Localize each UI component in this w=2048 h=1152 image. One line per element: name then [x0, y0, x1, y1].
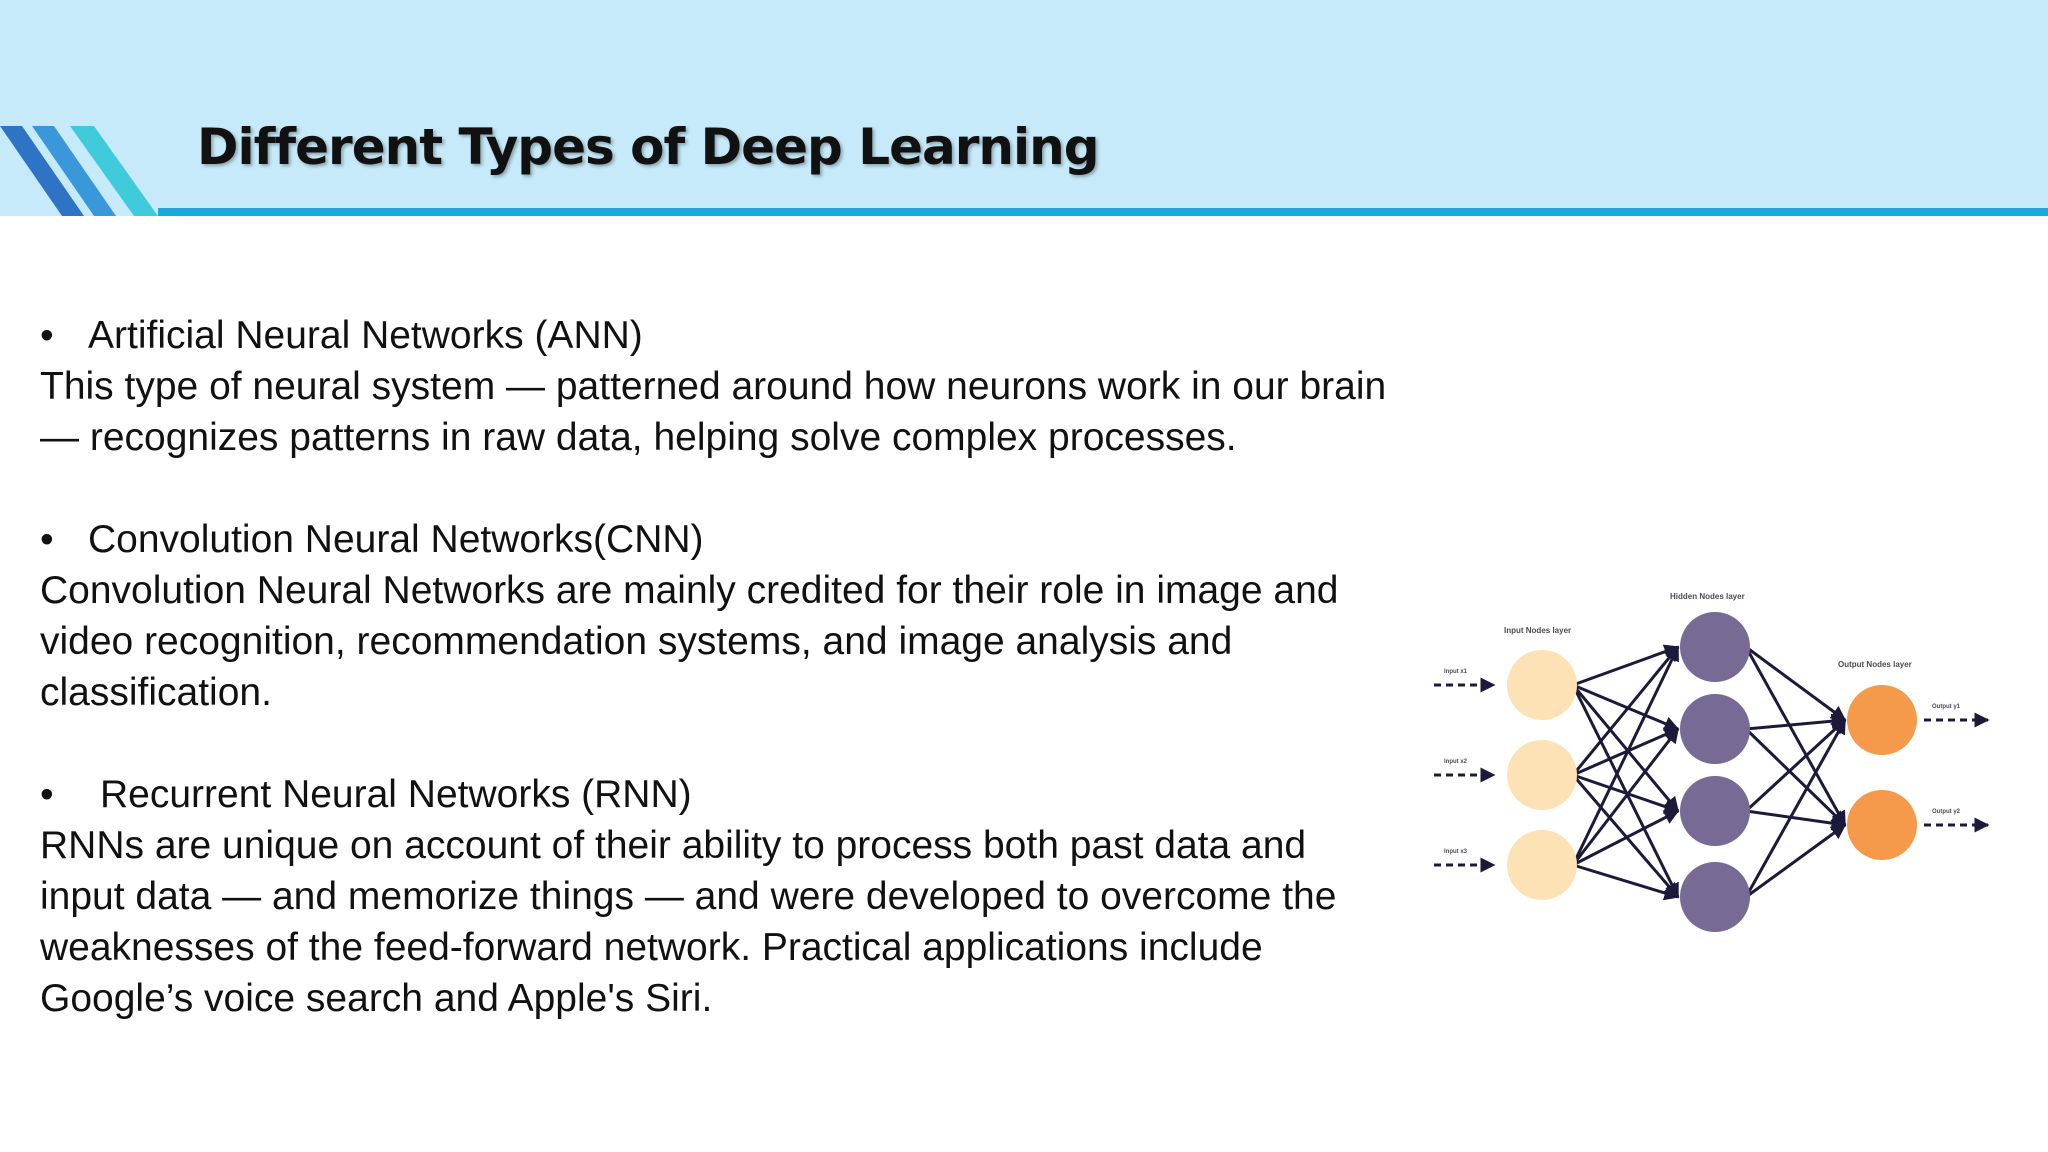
input-node — [1507, 740, 1577, 810]
input-label: Input x1 — [1444, 669, 1468, 675]
section-heading: • Recurrent Neural Networks (RNN) — [40, 769, 1400, 820]
neural-network-diagram: Input x1 Input x2 Input x3 Output y1 Output … — [1434, 592, 1990, 932]
bullet: • — [40, 518, 54, 561]
section-body: Convolution Neural Networks are mainly c… — [40, 569, 1339, 714]
section-rnn: • Recurrent Neural Networks (RNN) RNNs a… — [40, 769, 1400, 1024]
network-edge — [1572, 683, 1680, 731]
output-node — [1847, 685, 1917, 755]
output-node — [1847, 790, 1917, 860]
bullet: • — [40, 773, 54, 816]
network-edge — [1571, 684, 1680, 813]
stripe-decoration — [0, 126, 158, 216]
network-edge — [1572, 644, 1680, 687]
network-edge — [1572, 727, 1680, 777]
output-layer-label: Output Nodes layer — [1838, 660, 1912, 669]
bullet: • — [40, 314, 54, 357]
network-edge — [1571, 645, 1680, 866]
input-layer-label: Input Nodes layer — [1504, 626, 1571, 635]
network-edge — [1571, 727, 1680, 866]
network-edge — [1744, 646, 1847, 827]
section-ann: • Artificial Neural Networks (ANN) This … — [40, 310, 1400, 463]
section-body: This type of neural system — patterned a… — [40, 365, 1387, 459]
network-edge — [1572, 863, 1680, 901]
network-edge — [1744, 718, 1847, 898]
network-edge — [1571, 645, 1680, 776]
output-label: Output y2 — [1932, 809, 1961, 815]
input-node — [1507, 650, 1577, 720]
network-edge — [1571, 774, 1680, 899]
network-edge — [1745, 823, 1847, 899]
heading-text: Convolution Neural Networks(CNN) — [88, 518, 704, 561]
output-label: Output y1 — [1932, 704, 1961, 710]
hidden-node — [1680, 612, 1750, 682]
network-edge — [1744, 718, 1847, 813]
network-edge — [1572, 809, 1680, 867]
section-heading: • Artificial Neural Networks (ANN) — [40, 310, 1400, 361]
network-edge — [1745, 809, 1847, 831]
network-edge — [1571, 684, 1680, 899]
network-edge — [1745, 645, 1847, 722]
network-edge — [1744, 727, 1847, 827]
hidden-layer-label: Hidden Nodes layer — [1670, 592, 1745, 601]
slide-header — [0, 0, 2048, 216]
input-label: Input x2 — [1444, 759, 1468, 765]
slide-title: Different Types of Deep Learning — [197, 118, 1099, 176]
section-heading: • Convolution Neural Networks(CNN) — [40, 514, 1400, 565]
content-area: • Artificial Neural Networks (ANN) This … — [40, 310, 1400, 1075]
network-nodes — [1507, 612, 1917, 932]
hidden-node — [1680, 694, 1750, 764]
heading-text: Artificial Neural Networks (ANN) — [88, 314, 643, 357]
network-io-arrows: Input x1 Input x2 Input x3 Output y1 Output … — [1434, 669, 1990, 873]
hidden-node — [1680, 862, 1750, 932]
header-underline — [158, 208, 2048, 216]
hidden-node — [1680, 776, 1750, 846]
network-edges — [1571, 644, 1847, 901]
network-edge — [1745, 713, 1847, 731]
section-body: RNNs are unique on account of their abil… — [40, 824, 1337, 1020]
input-node — [1507, 830, 1577, 900]
section-cnn: • Convolution Neural Networks(CNN) Convo… — [40, 514, 1400, 718]
network-edge — [1572, 773, 1680, 814]
heading-text: Recurrent Neural Networks (RNN) — [100, 773, 692, 816]
input-label: Input x3 — [1444, 849, 1468, 855]
